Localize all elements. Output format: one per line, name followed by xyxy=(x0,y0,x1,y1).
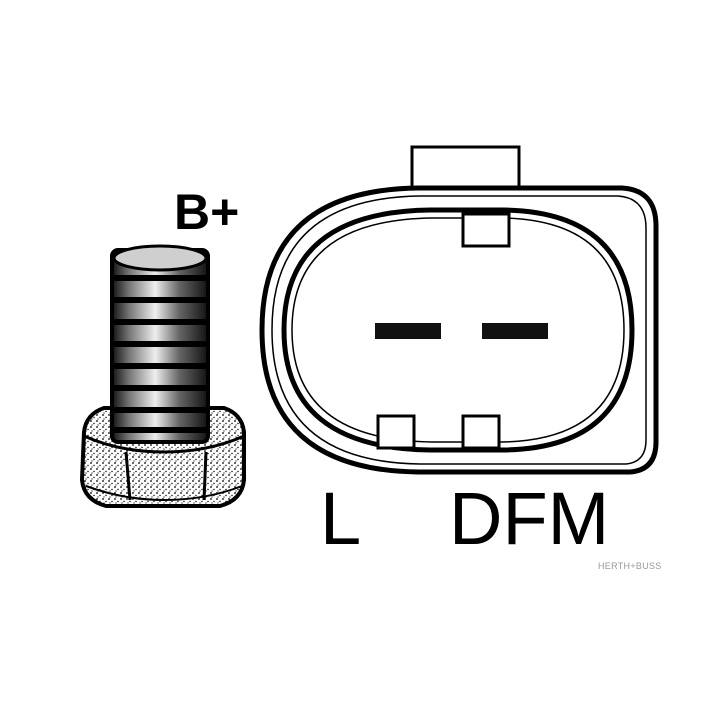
connector-housing-outer xyxy=(259,185,659,475)
socket-notch-left xyxy=(376,414,416,450)
pin-label-dfm: DFM xyxy=(449,477,609,560)
pin-dfm-contact xyxy=(482,323,548,339)
watermark-text: HERTH+BUSS xyxy=(598,561,662,571)
plug-connector xyxy=(259,145,659,475)
pin-label-l: L xyxy=(320,477,361,560)
battery-terminal-label: B+ xyxy=(174,184,239,240)
socket-key-notch xyxy=(461,212,511,248)
bolt-top xyxy=(112,244,208,272)
connector-latch-tab xyxy=(410,145,521,191)
connector-socket-oval xyxy=(281,207,635,453)
pin-l-contact xyxy=(375,323,441,339)
bolt-threads xyxy=(114,275,206,433)
battery-terminal-bolt xyxy=(79,244,246,508)
socket-notch-right xyxy=(461,414,501,450)
